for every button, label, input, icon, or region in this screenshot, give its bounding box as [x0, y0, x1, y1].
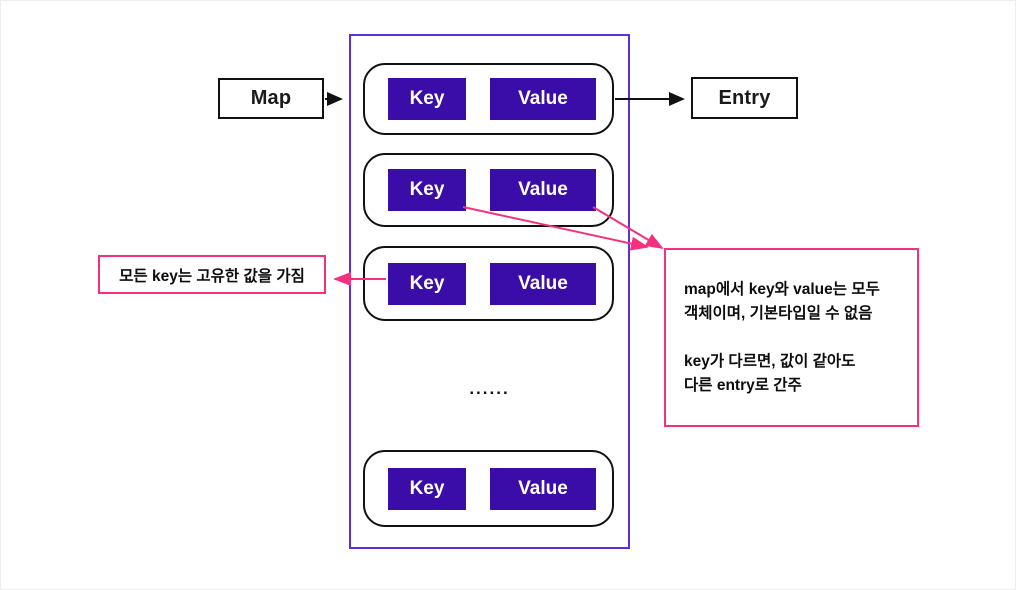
key-value-rules-paragraph-1: map에서 key와 value는 모두 객체이며, 기본타입일 수 없음	[684, 281, 880, 323]
map-node-label: Map	[250, 87, 292, 109]
key-value-rules-paragraph-2: key가 다르면, 값이 같아도 다른 entry로 간주	[684, 353, 856, 395]
entry-node: Entry	[691, 77, 798, 119]
value-box-1: Value	[490, 78, 596, 120]
key-value-rules-note: map에서 key와 value는 모두 객체이며, 기본타입일 수 없음 ke…	[664, 248, 919, 427]
unique-key-note: 모든 key는 고유한 값을 가짐	[98, 255, 326, 294]
key-box-3: Key	[388, 262, 466, 305]
value-box-3: Value	[490, 262, 596, 305]
value-box-2: Value	[490, 169, 596, 211]
entry-node-label: Entry	[718, 86, 771, 109]
entry-row-2: Key Value	[363, 153, 614, 227]
unique-key-note-text: 모든 key는 고유한 값을 가짐	[119, 267, 305, 285]
entry-row-4: Key Value	[363, 450, 614, 527]
entry-row-1: Key Value	[363, 63, 614, 135]
map-node: Map	[218, 78, 324, 119]
key-box-4: Key	[388, 467, 466, 510]
more-entries-ellipsis: ......	[469, 379, 510, 398]
value-box-4: Value	[490, 467, 596, 510]
key-box-1: Key	[388, 78, 466, 120]
entry-row-3: Key Value	[363, 246, 614, 321]
key-box-2: Key	[388, 169, 466, 211]
